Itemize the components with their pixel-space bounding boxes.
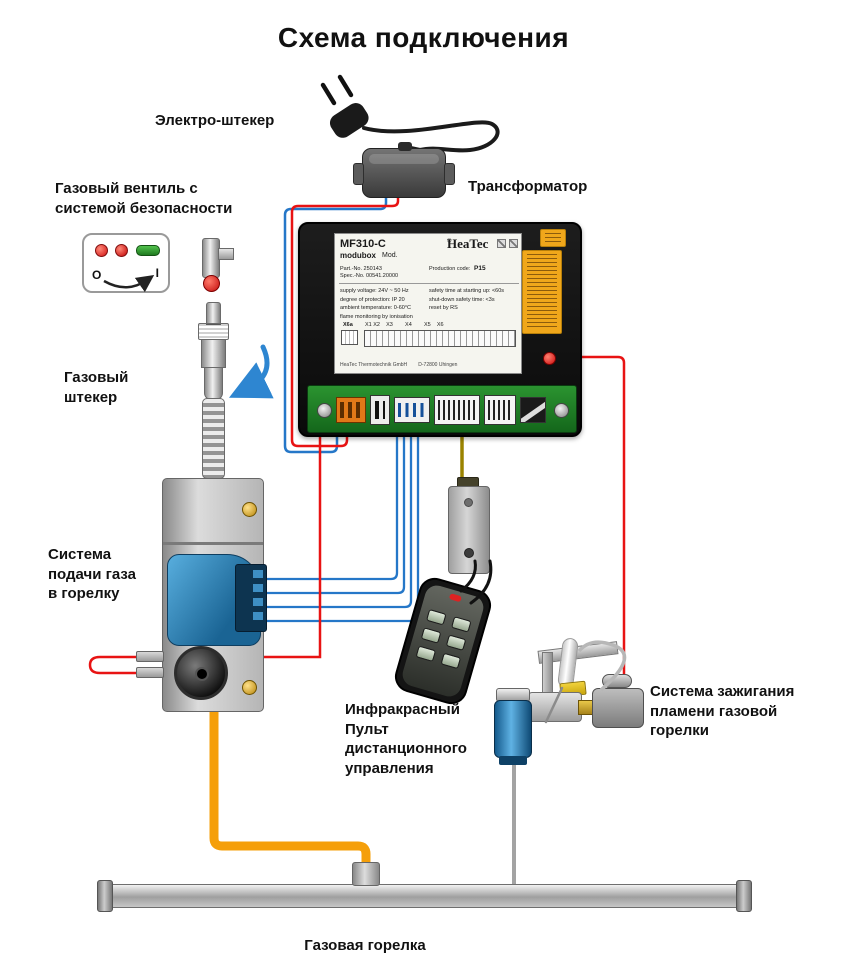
gas-valve-safety-panel: O I (82, 233, 170, 293)
production-code-value: P15 (474, 265, 486, 272)
coil-cylinder (602, 674, 632, 688)
label-electro-plug: Электро-штекер (155, 112, 275, 129)
plug-tip (206, 302, 221, 325)
plug-body (204, 367, 223, 400)
terminal-block-c (434, 395, 480, 425)
red-button-icon (95, 244, 108, 257)
specs-right: safety time at starting up: <60s shut-do… (429, 288, 505, 312)
corrugated-hose (202, 398, 225, 479)
blue-terminal-block (235, 564, 267, 632)
spec-number: Spec.-No. 00541.20000 (340, 273, 399, 279)
screw-direction-arrow (228, 344, 274, 399)
cable-gland (398, 142, 412, 151)
power-plug-icon (320, 74, 369, 138)
terminal-pcb (307, 385, 577, 433)
gas-pipe-orange (209, 701, 371, 873)
wire-blue-2 (266, 434, 406, 595)
valve-red-knob (203, 275, 220, 292)
plug-nut (198, 323, 229, 340)
faston-connector (136, 667, 164, 678)
part-number: Part.-No. 250143 (340, 266, 382, 272)
control-knob (174, 646, 228, 700)
transformer-box (353, 142, 455, 198)
pcb-screw-hole (554, 403, 569, 418)
label-transformer: Трансформатор (468, 178, 588, 195)
certification-icon (509, 239, 518, 248)
pcb-screw-hole (317, 403, 332, 418)
terminal-block-orange (336, 397, 366, 423)
terminal-x6a-label: X6a (343, 322, 353, 328)
terminal-x6a-drawing (341, 330, 358, 345)
diagram-title: Схема подключения (277, 22, 570, 53)
wire-blue-1 (266, 434, 399, 581)
gas-supply-unit (136, 478, 267, 712)
reset-led-button (543, 352, 556, 365)
terminal-block-a (370, 395, 390, 425)
blue-solenoid-valve (494, 700, 532, 758)
plug-hex (201, 339, 226, 368)
sensor-hole (464, 548, 474, 558)
plug-pin (320, 82, 337, 106)
specs-left: supply voltage: 24V ~ 50 Hz degree of pr… (340, 288, 413, 320)
transformer-mount-ear (444, 163, 455, 185)
solenoid-base (499, 756, 527, 765)
body-groove (163, 542, 263, 545)
terminal-row-labels: X1 X2 X3 X4 X5 X6 (365, 322, 444, 328)
ignition-transformer (592, 688, 644, 728)
label-footer: HeaTec Thermotechnik GmbH D-72800 Uhinge… (340, 362, 458, 368)
burner-gas-fitting (352, 862, 380, 886)
wire-blue-4 (266, 434, 420, 623)
valve-off-mark: O (92, 268, 102, 282)
gas-plug-fitting (196, 302, 232, 480)
plug-pin (337, 74, 354, 98)
remote-button (445, 634, 467, 651)
model-number: MF310-C (340, 238, 386, 250)
production-code-label: Production code: (429, 266, 471, 272)
brass-screw-icon (242, 502, 257, 517)
label-divider (339, 283, 519, 284)
faston-connector (136, 651, 164, 662)
certification-icon (497, 239, 506, 248)
control-unit-label: MF310-C modubox Mod. HeaTec® Part.-No. 2… (334, 233, 522, 374)
brass-screw-icon (242, 680, 257, 695)
burner-end-cap (97, 880, 113, 912)
infrared-remote-control (391, 574, 495, 708)
gas-shutoff-valve (194, 238, 238, 300)
green-indicator-icon (136, 245, 160, 256)
burner-end-cap (736, 880, 752, 912)
series-name: modubox (340, 251, 376, 260)
remote-button (420, 627, 442, 644)
transformer-mount-ear (353, 163, 364, 185)
gas-burner-bar (110, 884, 739, 908)
terminal-block-d (484, 395, 516, 425)
label-remote: Инфракрасный Пульт дистанционного управл… (345, 701, 467, 777)
flame-sensor-plate (448, 477, 490, 574)
warning-sticker-large (522, 250, 562, 334)
plug-body (329, 103, 369, 138)
ignition-assembly (490, 630, 654, 772)
warning-sticker-small (540, 229, 566, 247)
wire-blue-3 (266, 434, 413, 609)
terminal-block-b (394, 397, 430, 423)
terminal-block-black (520, 397, 546, 423)
power-cable (362, 120, 500, 153)
label-gas-valve: Газовый вентиль с системой безопасности (55, 180, 233, 217)
label-ignition: Система зажигания пламени газовой горелк… (650, 683, 795, 739)
label-burner: Газовая горелка (304, 937, 426, 954)
mod-text: Mod. (382, 252, 398, 259)
transformer-highlight (369, 154, 439, 164)
valve-block (528, 692, 582, 722)
label-gas-plug: Газовый штекер (64, 369, 129, 406)
valve-outlet (218, 248, 234, 260)
control-unit: MF310-C modubox Mod. HeaTec® Part.-No. 2… (298, 222, 582, 437)
sensor-screw (464, 498, 473, 507)
valve-on-mark: I (155, 266, 159, 280)
brand-logo: HeaTec® (447, 236, 489, 251)
red-button-icon (115, 244, 128, 257)
label-gas-supply: Система подачи газа в горелку (48, 546, 136, 602)
terminal-strip-drawing (364, 330, 516, 347)
